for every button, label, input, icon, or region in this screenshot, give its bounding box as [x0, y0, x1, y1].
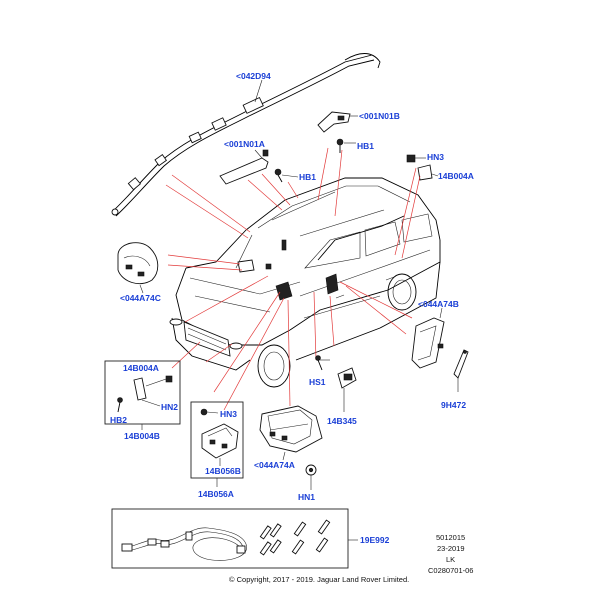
label-044A74A[interactable]: <044A74A — [254, 460, 295, 470]
part-labels: <042D94 <001N01B <001N01A HB1 HB1 HN3 14… — [110, 71, 474, 545]
box-14B056A — [190, 401, 244, 479]
label-14B004B[interactable]: 14B004B — [124, 431, 160, 441]
bracket-001N01A — [219, 149, 299, 185]
label-001N01A[interactable]: <001N01A — [224, 139, 265, 149]
label-HN2[interactable]: HN2 — [161, 402, 178, 412]
fuse-group — [259, 519, 331, 556]
label-044A74C[interactable]: <044A74C — [120, 293, 161, 303]
seat-airbag-044A74B — [411, 307, 469, 392]
knee-airbag-044A74A — [259, 405, 323, 490]
label-14B004A-top[interactable]: 14B004A — [438, 171, 474, 181]
label-19E992[interactable]: 19E992 — [360, 535, 390, 545]
label-HB1-right[interactable]: HB1 — [357, 141, 374, 151]
label-14B004A-box[interactable]: 14B004A — [123, 363, 159, 373]
label-14B345[interactable]: 14B345 — [327, 416, 357, 426]
copyright-notice: © Copyright, 2017 - 2019. Jaguar Land Ro… — [229, 575, 409, 584]
sensor-14B004A-top — [406, 154, 439, 181]
label-042D94[interactable]: <042D94 — [236, 71, 271, 81]
label-9H472[interactable]: 9H472 — [441, 400, 466, 410]
label-14B056A[interactable]: 14B056A — [198, 489, 234, 499]
label-HN1[interactable]: HN1 — [298, 492, 315, 502]
diagram-info: 5012015 23-2019 LK C0280701-06 — [428, 533, 473, 575]
label-14B056B[interactable]: 14B056B — [205, 466, 241, 476]
label-HB1-left[interactable]: HB1 — [299, 172, 316, 182]
info-line-2: 23-2019 — [437, 544, 465, 553]
label-HN3-box[interactable]: HN3 — [220, 409, 237, 419]
leader-lines — [165, 147, 421, 411]
driver-airbag-044A74C — [117, 242, 159, 294]
vehicle-outline — [169, 177, 441, 388]
label-HS1[interactable]: HS1 — [309, 377, 326, 387]
bracket-001N01B — [317, 111, 358, 153]
label-001N01B[interactable]: <001N01B — [359, 111, 400, 121]
label-044A74B[interactable]: <044A74B — [418, 299, 459, 309]
harness-box-19E992 — [111, 508, 358, 569]
info-line-3: LK — [446, 555, 455, 564]
sensor-14B345 — [315, 355, 357, 412]
label-HN3-top[interactable]: HN3 — [427, 152, 444, 162]
curtain-airbag — [111, 53, 381, 217]
info-line-4: C0280701-06 — [428, 566, 473, 575]
box-14B004B — [104, 360, 181, 425]
label-HB2[interactable]: HB2 — [110, 415, 127, 425]
info-line-1: 5012015 — [436, 533, 465, 542]
